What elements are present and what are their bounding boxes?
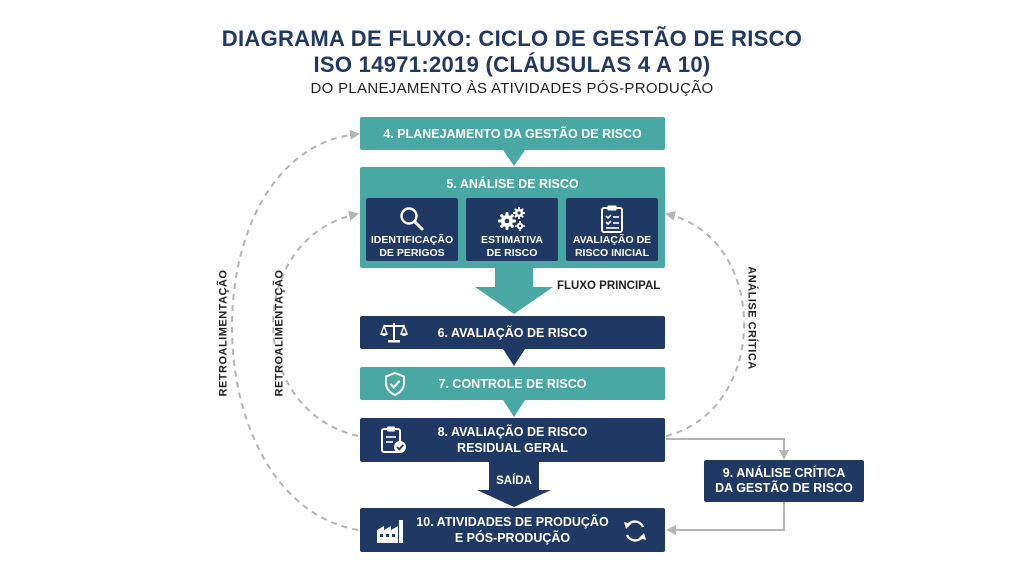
step-6-label: 6. AVALIAÇÃO DE RISCO: [437, 325, 588, 340]
substep-3-line-1: AVALIAÇÃO DE: [572, 234, 652, 246]
step-8-residual-risk[interactable]: 8. AVALIAÇÃO DE RISCO RESIDUAL GERAL: [360, 418, 665, 462]
substep-risk-estimation[interactable]: ESTIMATIVA DE RISCO: [466, 198, 558, 261]
shield-check-icon: [384, 371, 406, 399]
substep-hazard-identification[interactable]: IDENTIFICAÇÃO DE PERIGOS: [366, 198, 458, 261]
step-5-label: 5. ANÁLISE DE RISCO: [446, 177, 579, 191]
title-line-2: ISO 14971:2019 (CLÁUSULAS 4 A 10): [313, 52, 711, 77]
feedback-outer-arc: [231, 129, 360, 531]
substep-2-line-2: DE RISCO: [486, 247, 538, 259]
exit-arrow: [477, 462, 551, 507]
step-10-label-line-2: E PÓS-PRODUÇÃO: [454, 531, 571, 545]
step-7-label: 7. CONTROLE DE RISCO: [438, 376, 587, 391]
arrow-7-to-8: [503, 400, 525, 417]
factory-icon: [376, 518, 406, 547]
substep-3-line-2: RISCO INICIAL: [574, 247, 650, 259]
connector-9-to-10: [666, 502, 785, 535]
substep-1-line-2: DE PERIGOS: [379, 247, 445, 259]
subtitle: DO PLANEJAMENTO ÀS ATIVIDADES PÓS-PRODUÇ…: [310, 80, 714, 97]
step-6-risk-evaluation[interactable]: 6. AVALIAÇÃO DE RISCO: [360, 316, 665, 349]
connector-8-to-9: [666, 438, 789, 460]
feedback-outer-label: RETROALIMENTAÇÃO: [217, 269, 230, 397]
title-line-1: DIAGRAMA DE FLUXO: CICLO DE GESTÃO DE RI…: [221, 26, 803, 51]
main-flow-label: FLUXO PRINCIPAL: [557, 280, 661, 292]
step-7-risk-control[interactable]: 7. CONTROLE DE RISCO: [360, 367, 665, 400]
exit-label: SAÍDA: [496, 475, 532, 487]
refresh-cycle-icon: [622, 518, 648, 547]
step-9-label-line-1: 9. ANÁLISE CRÍTICA: [722, 466, 846, 480]
substep-initial-risk-evaluation[interactable]: AVALIAÇÃO DE RISCO INICIAL: [566, 198, 658, 261]
step-5-risk-analysis[interactable]: 5. ANÁLISE DE RISCO IDENTIFICAÇÃO DE PER…: [360, 167, 665, 268]
arrow-4-to-5: [503, 150, 525, 166]
arrow-6-to-7: [503, 349, 525, 366]
substep-2-line-1: ESTIMATIVA: [480, 234, 544, 246]
step-9-management-review[interactable]: 9. ANÁLISE CRÍTICA DA GESTÃO DE RISCO: [704, 460, 864, 502]
clipboard-checklist-icon: [566, 204, 658, 234]
step-4-label: 4. PLANEJAMENTO DA GESTÃO DE RISCO: [383, 126, 642, 141]
substep-1-line-1: IDENTIFICAÇÃO: [370, 234, 454, 246]
step-10-label-line-1: 10. ATIVIDADES DE PRODUÇÃO: [416, 515, 609, 529]
magnifier-icon: [366, 204, 458, 234]
critical-review-label: ANÁLISE CRÍTICA: [745, 266, 758, 370]
step-9-label-line-2: DA GESTÃO DE RISCO: [715, 481, 853, 495]
critical-review-arc: [665, 210, 746, 437]
step-8-label-line-2: RESIDUAL GERAL: [457, 441, 568, 455]
gears-icon: [466, 204, 558, 234]
feedback-inner-label: RETROALIMENTAÇÃO: [273, 269, 286, 397]
feedback-inner-arc: [272, 210, 359, 437]
step-4-planning[interactable]: 4. PLANEJAMENTO DA GESTÃO DE RISCO: [360, 117, 665, 150]
clipboard-check-icon: [380, 425, 408, 458]
step-8-label-line-1: 8. AVALIAÇÃO DE RISCO: [437, 425, 588, 439]
scales-icon: [379, 321, 409, 348]
main-flow-arrow: [475, 268, 553, 314]
step-10-production-activities[interactable]: 10. ATIVIDADES DE PRODUÇÃO E PÓS-PRODUÇÃ…: [360, 508, 665, 552]
